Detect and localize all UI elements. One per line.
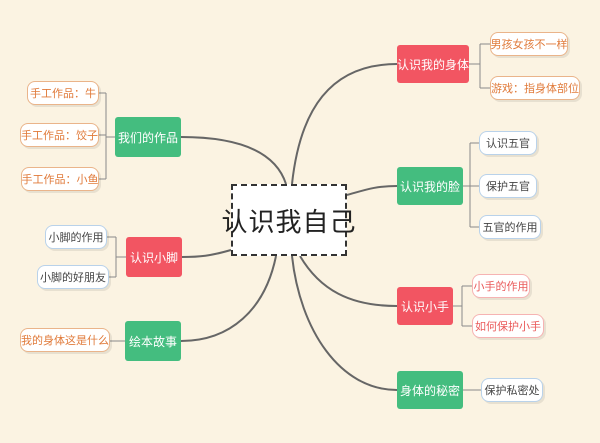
branch-works[interactable]: 我们的作品	[115, 117, 181, 157]
leaf-protect-private[interactable]: 保护私密处	[481, 378, 543, 402]
leaf-craft-fish[interactable]: 手工作品：小鱼	[21, 167, 99, 191]
leaf-feet-friends[interactable]: 小脚的好朋友	[37, 265, 109, 289]
leaf-craft-cow[interactable]: 手工作品：牛	[27, 81, 99, 105]
branch-face[interactable]: 认识我的脸	[397, 167, 463, 205]
bracket-hands	[453, 285, 472, 327]
leaf-hands-function[interactable]: 小手的作用	[472, 274, 530, 298]
link-center-hands	[299, 255, 398, 307]
bracket-face	[463, 142, 479, 228]
leaf-body-parts-game[interactable]: 游戏：指身体部位	[490, 76, 580, 100]
leaf-boys-girls[interactable]: 男孩女孩不一样	[490, 32, 568, 56]
leaf-five-senses[interactable]: 认识五官	[479, 131, 537, 155]
leaf-craft-dumpling[interactable]: 手工作品：饺子	[20, 123, 99, 147]
link-center-feet	[181, 249, 232, 258]
leaf-senses-function[interactable]: 五官的作用	[479, 215, 541, 239]
bracket-works	[99, 92, 115, 180]
leaf-protect-hands[interactable]: 如何保护小手	[472, 314, 544, 338]
bracket-body	[469, 43, 490, 89]
leaf-protect-senses[interactable]: 保护五官	[479, 174, 537, 198]
branch-feet[interactable]: 认识小脚	[126, 237, 182, 277]
center-topic[interactable]: 认识我自己	[222, 184, 356, 256]
branch-body-secret[interactable]: 身体的秘密	[397, 371, 463, 409]
link-center-secret	[291, 255, 398, 391]
leaf-feet-function[interactable]: 小脚的作用	[45, 225, 107, 249]
link-center-body	[291, 63, 398, 185]
branch-hands[interactable]: 认识小手	[397, 287, 453, 325]
bracket-feet	[107, 236, 126, 278]
link-center-face	[346, 185, 398, 196]
branch-body[interactable]: 认识我的身体	[397, 45, 469, 83]
link-center-book	[180, 255, 277, 342]
branch-picture-book[interactable]: 绘本故事	[125, 321, 181, 361]
link-center-works	[180, 136, 287, 185]
leaf-my-body-book[interactable]: 我的身体这是什么	[20, 328, 110, 352]
